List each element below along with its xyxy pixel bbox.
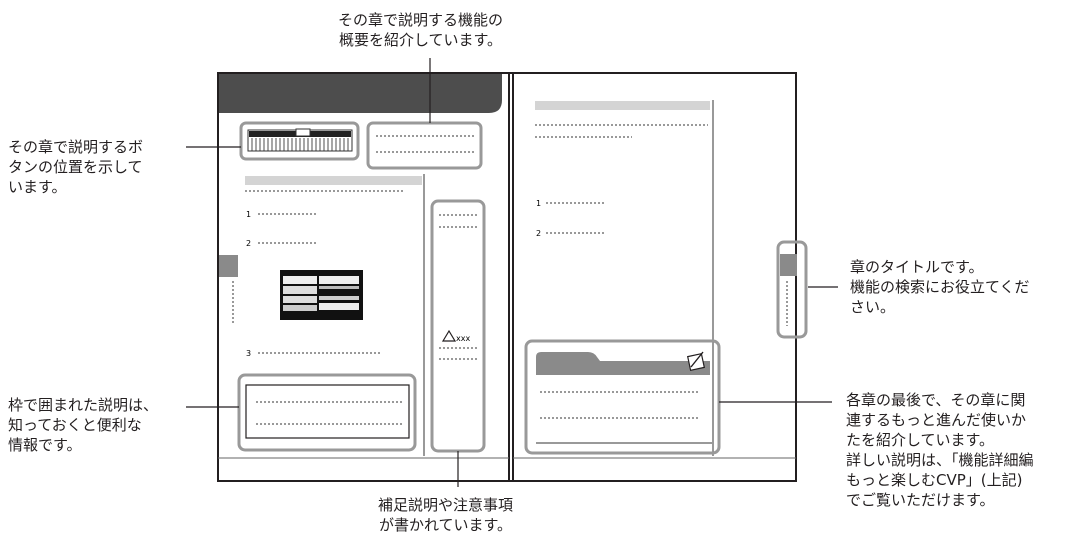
callout-advanced: 各章の最後で、その章に関 連するもっと進んだ使いか たを紹介しています。 詳しい… xyxy=(846,391,1034,509)
left-step-2-number: 2 xyxy=(246,239,251,248)
overview-box xyxy=(366,121,483,170)
note-pencil-icon xyxy=(686,351,706,372)
left-step-3-number: 3 xyxy=(246,349,251,358)
advanced-usage-box xyxy=(524,339,721,455)
supplement-column xyxy=(430,199,486,453)
lcd-screen-illustration xyxy=(280,270,363,320)
callout-button-position: その章で説明するボ タンの位置を示して います。 xyxy=(8,138,144,196)
warning-triangle-icon xyxy=(441,329,457,342)
leader-lines xyxy=(186,58,838,487)
callout-supplement: 補足説明や注意事項 が書かれています。 xyxy=(378,496,514,534)
left-chapter-tab xyxy=(219,255,238,277)
callout-chapter-title: 章のタイトルです。 機能の検索にお役立てくだ さい。 xyxy=(850,258,1030,316)
chapter-header-bar xyxy=(219,74,502,113)
left-step-1-number: 1 xyxy=(246,210,251,219)
warning-text: xxx xyxy=(456,334,470,343)
right-step-2-number: 2 xyxy=(536,229,541,238)
book-frame xyxy=(217,72,797,482)
left-heading-bar xyxy=(245,176,422,185)
boxed-info-frame xyxy=(237,373,417,452)
keyboard-illustration xyxy=(239,121,360,161)
right-heading-bar xyxy=(535,101,710,110)
callout-overview: その章で説明する機能の 概要を紹介しています。 xyxy=(338,11,504,49)
right-chapter-tab-highlight xyxy=(776,240,808,339)
callout-boxed-info: 枠で囲まれた説明は、 知っておくと便利な 情報です。 xyxy=(8,396,159,454)
right-step-1-number: 1 xyxy=(536,199,541,208)
